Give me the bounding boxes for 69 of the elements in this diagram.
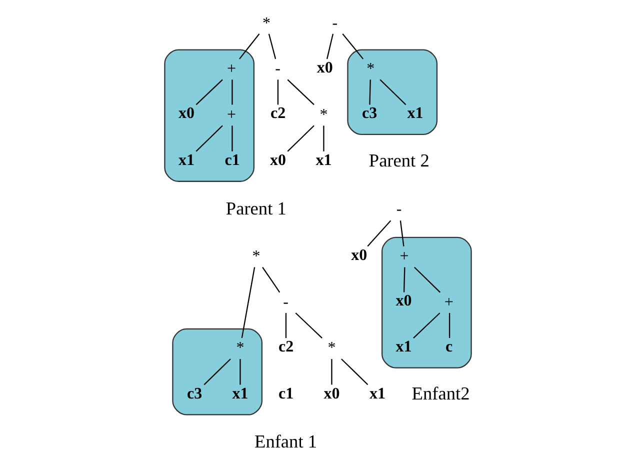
cluster [346,49,438,136]
node-text: x1 [395,338,412,356]
cluster [380,236,472,368]
connector [284,313,286,338]
connector [286,79,314,106]
connector [340,358,368,386]
connector [240,267,255,338]
node-text: + [444,294,453,311]
node-text: * [319,106,328,124]
connector [195,125,222,152]
node-text: * [252,248,260,266]
connector [203,358,230,386]
node-text: x1 [406,105,423,122]
connector [276,80,278,105]
node-text: x1 [178,152,194,170]
connector [238,34,260,60]
node-text: * [236,340,244,357]
connector [239,358,240,385]
node-text: + [399,248,408,266]
connector [399,220,404,246]
connector [366,220,391,247]
cluster [172,328,262,416]
connector [379,79,406,106]
node-text: x0 [316,59,332,76]
node-text: x0 [178,105,194,122]
node-text: * [366,60,374,78]
connector [231,80,232,105]
connector [262,266,280,293]
node-text: x1 [368,385,385,402]
connector [330,358,332,385]
node-text: + [226,106,236,124]
label: Parent 2 [368,150,429,170]
node-text: c3 [186,385,202,402]
node-text: c1 [224,152,240,170]
connector [402,267,405,292]
node-text: x0 [323,385,340,402]
label: Parent 1 [225,198,286,218]
connector [231,126,232,152]
node-text: * [262,14,270,32]
connector [368,80,370,105]
connector [413,266,440,293]
connector [448,313,450,338]
node-text: * [327,340,336,357]
node-text: - [274,60,280,78]
connector [342,34,364,60]
connector [326,34,334,60]
node-text: - [396,201,402,218]
node-text: c3 [362,105,377,122]
node-text: x1 [315,152,332,170]
connector [294,312,322,338]
connector [268,34,276,60]
node-text: - [332,14,338,32]
node-text: x0 [269,152,286,170]
node-text: x0 [395,292,412,310]
label: Enfant 1 [254,432,317,452]
label: c1 [278,385,294,402]
label: Enfant2 [411,384,470,404]
node-text: c2 [270,105,286,122]
node-text: c [445,338,452,356]
node-text: x0 [350,246,367,264]
connector [322,126,324,152]
cluster [164,49,254,182]
node-text: c2 [278,338,294,356]
connector [286,125,314,152]
node-text: x1 [232,385,248,402]
node-text: + [226,60,236,78]
connector [412,312,440,338]
connector [195,79,222,106]
node-text: - [282,294,288,311]
